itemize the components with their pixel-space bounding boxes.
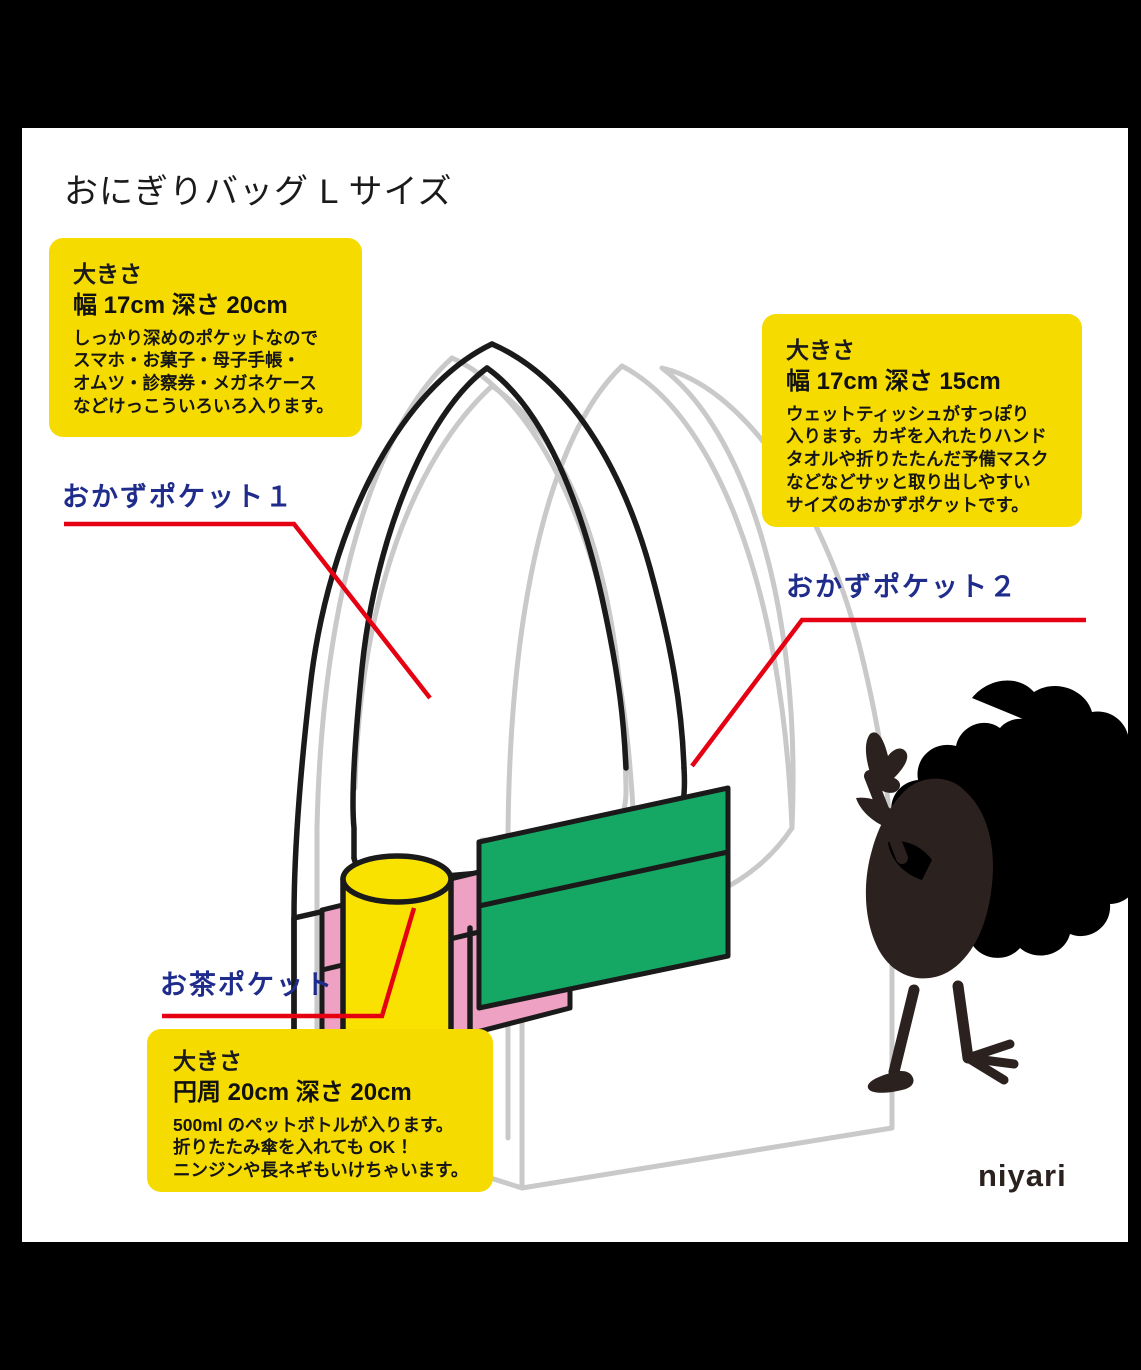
callout-pocket1: 大きさ 幅 17cm 深さ 20cm しっかり深めのポケットなので スマホ・お菓…: [49, 238, 362, 437]
leader-lines: [64, 521, 1086, 1019]
callout-tea: 大きさ 円周 20cm 深さ 20cm 500ml のペットボトルが入ります。 …: [147, 1029, 493, 1192]
callout-body: しっかり深めのポケットなので スマホ・お菓子・母子手帳・ オムツ・診察券・メガネ…: [73, 327, 362, 418]
callout-body-line: ニンジンや長ネギもいけちゃいます。: [173, 1160, 469, 1181]
leader-tea: [162, 907, 417, 1019]
callout-body: ウェットティッシュがすっぽり 入ります。カギを入れたりハンド タオルや折りたたん…: [786, 403, 1082, 517]
callout-dimensions: 円周 20cm 深さ 20cm: [173, 1079, 412, 1107]
callout-dimensions: 幅 17cm 深さ 20cm: [73, 292, 288, 320]
callout-body-line: などけっこういろいろ入ります。: [73, 395, 334, 416]
callout-body-line: ウェットティッシュがすっぽり: [786, 403, 1030, 424]
label-tea: お茶ポケット: [160, 970, 334, 1000]
page-title: おにぎりバッグ L サイズ: [64, 173, 453, 211]
callout-body-line: スマホ・お菓子・母子手帳・: [73, 350, 300, 371]
callout-heading: 大きさ: [73, 261, 142, 287]
label-pocket1: おかずポケット１: [62, 482, 294, 512]
callout-dimensions: 幅 17cm 深さ 15cm: [786, 368, 1001, 396]
callout-heading: 大きさ: [786, 337, 855, 363]
green-pocket: [476, 785, 731, 1011]
callout-body-line: 入ります。カギを入れたりハンド: [786, 426, 1047, 447]
callout-body-line: 折りたたみ傘を入れても OK ！: [173, 1137, 418, 1158]
callout-body: 500ml のペットボトルが入ります。 折りたたみ傘を入れても OK ！ ニンジ…: [173, 1114, 493, 1182]
bag-illustration: [64, 341, 1128, 1191]
brand-logo: niyari: [978, 1158, 1067, 1193]
label-pocket2: おかずポケット２: [786, 572, 1018, 602]
niyari-bird-character-pointing: [856, 680, 1128, 1093]
leader-pocket2: [690, 617, 1086, 768]
callout-pocket2: 大きさ 幅 17cm 深さ 15cm ウェットティッシュがすっぽり 入ります。カ…: [762, 314, 1082, 527]
leader-pocket1: [64, 521, 432, 700]
callout-body-line: 500ml のペットボトルが入ります。: [173, 1114, 454, 1135]
content-card: おにぎりバッグ L サイズ: [22, 128, 1128, 1242]
callout-body-line: タオルや折りたたんだ予備マスク: [786, 449, 1049, 470]
callout-body-line: オムツ・診察券・メガネケース: [73, 373, 317, 394]
callout-body-line: しっかり深めのポケットなので: [73, 327, 318, 348]
callout-body-line: サイズのおかずポケットです。: [786, 494, 1029, 515]
callout-heading: 大きさ: [173, 1048, 242, 1074]
callout-body-line: などなどサッと取り出しやすい: [786, 471, 1031, 492]
